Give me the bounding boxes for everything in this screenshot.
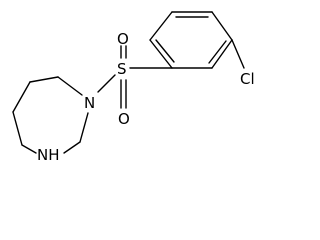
- atom-n-ring: N: [84, 94, 95, 112]
- bond-left-chain: [12, 111, 23, 146]
- atom-o-bottom: O: [118, 110, 130, 128]
- bond-c4-c5: [211, 39, 233, 69]
- benzene-ring: [149, 11, 233, 69]
- bond-c-nh: [21, 144, 37, 154]
- bond-c6-c1-inner: [155, 39, 175, 63]
- atom-cl: Cl: [240, 70, 255, 88]
- diazepane-ring: [12, 76, 89, 154]
- bond-upper-chain-1: [29, 76, 59, 83]
- atom-s: S: [117, 60, 127, 78]
- chemical-structure: S O O N NH Cl: [12, 11, 255, 164]
- bond-n-c-upper: [57, 76, 83, 96]
- bond-s-n: [97, 74, 116, 93]
- bond-c6-c1: [149, 39, 173, 69]
- bond-c4-c5-inner: [208, 40, 227, 64]
- bond-nh-c: [63, 141, 81, 154]
- bond-c-n-lower: [79, 112, 89, 143]
- atom-o-top: O: [117, 30, 129, 48]
- bond-c1-c2: [149, 11, 173, 41]
- bond-c3-c4: [211, 11, 233, 41]
- bond-upper-chain-2: [12, 81, 31, 113]
- bond-c4-cl: [231, 39, 245, 69]
- atom-nh: NH: [37, 146, 60, 164]
